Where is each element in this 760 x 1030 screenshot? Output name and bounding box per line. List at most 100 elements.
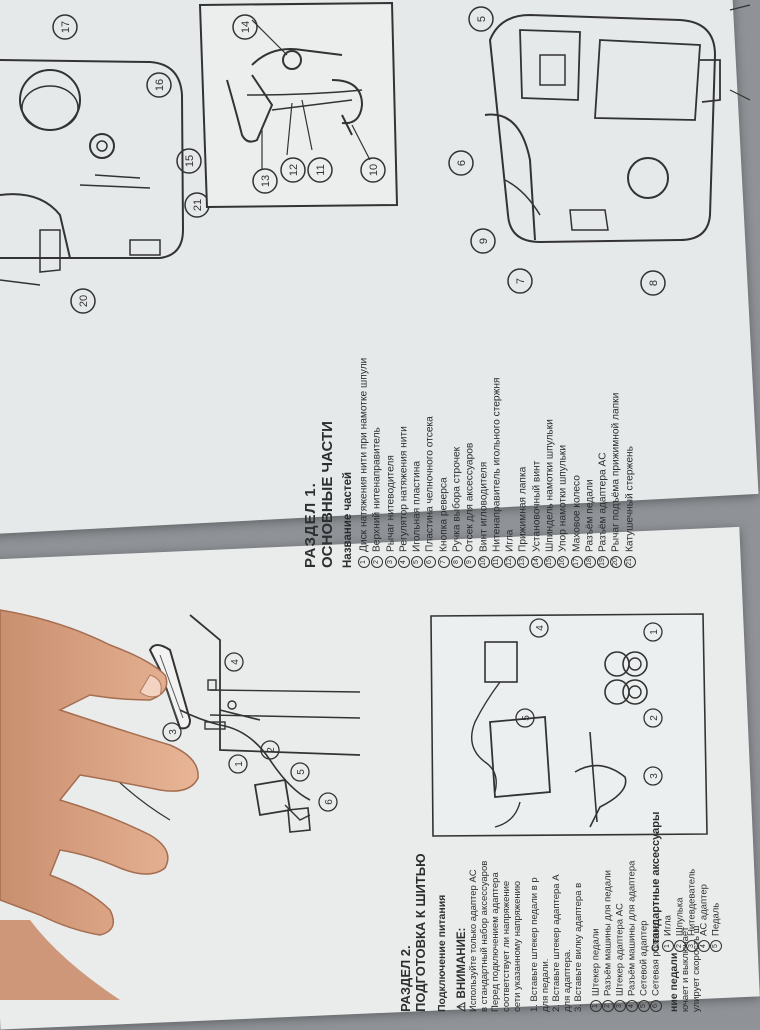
diagram-number-10: 10 xyxy=(360,157,386,183)
section1-text-block: РАЗДЕЛ 1. ОСНОВНЫЕ ЧАСТИ Название частей… xyxy=(302,308,637,568)
svg-text:17: 17 xyxy=(60,21,72,33)
legend-item-text: Сетевой адаптер xyxy=(638,920,650,996)
list-number: 13 xyxy=(517,556,530,568)
svg-text:3: 3 xyxy=(168,729,179,735)
attention-line-text: Используйте только адаптер AC xyxy=(468,869,479,1012)
parts-list-item-text: Рычаг подъёма прижимной лапки xyxy=(611,392,623,552)
parts-list-item: 11 Нитенаправитель игольного стержня xyxy=(490,308,504,568)
parts-list-item-text: Нитенаправитель игольного стержня xyxy=(491,377,503,552)
accessory-number-3: 3 xyxy=(643,766,663,786)
pedal-title: ние педали xyxy=(668,952,680,1012)
svg-text:9: 9 xyxy=(478,238,490,244)
svg-text:15: 15 xyxy=(184,155,196,167)
list-number: 6 xyxy=(424,556,437,568)
parts-list-item: 10Винт игловодителя xyxy=(477,308,491,568)
list-number: 3 xyxy=(614,1000,626,1012)
section2-subheading: ПОДГОТОВКА К ШИТЬЮ xyxy=(413,853,428,1012)
diagram-number-7: 7 xyxy=(507,268,533,294)
list-number: 16 xyxy=(557,556,570,568)
list-number: 9 xyxy=(464,556,477,568)
parts-list-item: 20Рычаг подъёма прижимной лапки xyxy=(610,308,623,568)
parts-list-item: 18Разъём педали xyxy=(583,308,597,568)
list-number: 1 xyxy=(590,1000,602,1012)
pedal-line: ючает и выключает xyxy=(680,792,691,1012)
parts-list-item-text: Катушечный стержень xyxy=(624,446,636,552)
parts-list-item: 1 Диск натяжения нити при намотке шпули xyxy=(358,308,371,568)
svg-text:20: 20 xyxy=(78,295,90,307)
presser-foot-detail-diagram xyxy=(198,1,399,209)
svg-text:6: 6 xyxy=(456,160,468,166)
parts-list-item-text: Кнопка реверса xyxy=(438,477,450,552)
accessory-number-5: 5 xyxy=(515,708,535,728)
list-number: 5 xyxy=(710,940,722,952)
svg-text:11: 11 xyxy=(315,164,327,175)
machine-front-diagram xyxy=(484,4,751,244)
svg-text:4: 4 xyxy=(535,625,546,631)
section1-subheading: ОСНОВНЫЕ ЧАСТИ xyxy=(319,421,336,568)
list-number: 6 xyxy=(650,1000,662,1012)
power-connection-diagram xyxy=(79,614,361,833)
list-number: 1 xyxy=(358,556,370,568)
diagram-number-11: 11 xyxy=(307,157,333,183)
svg-text:7: 7 xyxy=(515,278,527,284)
parts-list-item-text: Отсек для аксессуаров xyxy=(464,442,476,552)
power-number-4: 4 xyxy=(224,652,244,672)
svg-text:4: 4 xyxy=(230,659,241,665)
power-number-1: 1 xyxy=(228,754,248,774)
parts-list-item: 12Игла xyxy=(504,308,517,568)
svg-text:8: 8 xyxy=(648,280,660,286)
power-step: 1. Вставьте штекер педали в р xyxy=(529,792,540,1012)
parts-list-item: 7 Кнопка реверса xyxy=(437,308,451,568)
legend-item: 6 Сетевая розетка xyxy=(650,792,662,1012)
svg-text:2: 2 xyxy=(649,715,660,721)
list-number: 4 xyxy=(397,556,410,568)
power-number-3: 3 xyxy=(162,722,182,742)
legend-item-text: Штекер адаптера AC xyxy=(614,903,626,996)
list-number: 12 xyxy=(504,556,517,568)
hand-photo-overlay xyxy=(0,609,199,1000)
parts-list-item: 17Маховое колесо xyxy=(570,308,584,568)
parts-list-item: 9 Отсек для аксессуаров xyxy=(464,308,477,568)
legend-item: 2Разъём машины для педали xyxy=(602,792,614,1012)
list-number: 11 xyxy=(490,556,503,568)
accessory-number-2: 2 xyxy=(643,708,663,728)
parts-list-item: 4Регулятор натяжения нити xyxy=(397,308,411,568)
list-number: 7 xyxy=(437,556,450,568)
legend-item-text: Разъём машины для адаптера xyxy=(626,860,638,996)
legend-item-text: Сетевая розетка xyxy=(650,922,662,996)
svg-text:16: 16 xyxy=(154,79,166,91)
parts-list-item-text: Маховое колесо xyxy=(571,475,583,552)
svg-text:13: 13 xyxy=(260,175,272,187)
diagram-number-20: 20 xyxy=(70,288,96,314)
power-steps: 1. Вставьте штекер педали в р для педали… xyxy=(529,792,584,1012)
svg-text:5: 5 xyxy=(296,769,307,775)
pedal-line-text: ючает и выключает xyxy=(680,926,691,1012)
svg-text:5: 5 xyxy=(476,16,488,22)
parts-list-item: 15Шпиндель намотки шпульки xyxy=(543,308,557,568)
diagram-number-9: 9 xyxy=(470,228,496,254)
legend-item: 4Разъём машины для адаптера xyxy=(626,792,638,1012)
power-number-2: 2 xyxy=(260,740,280,760)
legend-item: 5Сетевой адаптер xyxy=(638,792,650,1012)
legend-item-text: Штекер педали xyxy=(590,928,602,996)
accessory-number-1: 1 xyxy=(643,622,663,642)
list-number: 5 xyxy=(411,556,424,568)
list-number: 8 xyxy=(450,556,463,568)
attention-line-text: сети указанному напряжению xyxy=(512,880,523,1012)
svg-text:3: 3 xyxy=(649,773,660,779)
accessory-number-4: 4 xyxy=(529,618,549,638)
attention-line: Используйте только адаптер AC xyxy=(468,792,479,1012)
parts-list-item: 16Упор намотки шпульки xyxy=(557,308,570,568)
parts-list-item-text: Разъём педали xyxy=(584,479,596,552)
attention-line: Перед подключением адаптера xyxy=(490,792,501,1012)
parts-list-item: 13Прижимная лапка xyxy=(517,308,530,568)
diagram-number-16: 16 xyxy=(146,72,172,98)
power-number-6: 6 xyxy=(318,792,338,812)
section2-text-block: РАЗДЕЛ 2. ПОДГОТОВКА К ШИТЬЮ Подключение… xyxy=(398,792,702,1012)
parts-list-item-text: Диск натяжения нити при намотке шпули xyxy=(358,357,370,552)
machine-side-diagram xyxy=(0,59,185,286)
power-step-text: для педали. xyxy=(540,958,551,1012)
